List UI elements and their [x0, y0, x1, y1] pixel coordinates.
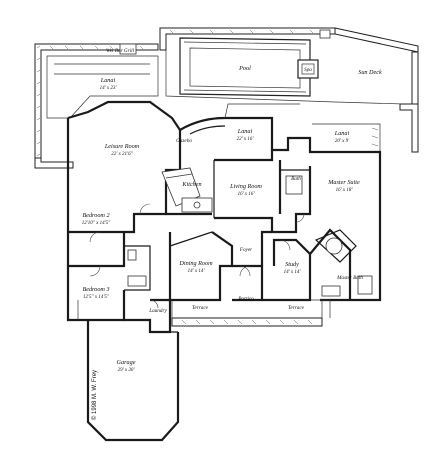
master-suite-dim: 16' x 18': [336, 188, 354, 193]
wet-bar-label: Wet Bar Grill: [106, 48, 135, 54]
pool-label: Pool: [238, 65, 251, 72]
lanai-left-dim: 14' x 23': [100, 86, 118, 91]
planter-border: [34, 43, 159, 169]
room-labels: Lanai 14' x 23' Wet Bar Grill Pool Spa S…: [82, 48, 382, 373]
spa: [297, 59, 319, 79]
copyright-credit: © 1998 M. W. Frey: [91, 370, 98, 420]
lanai-center-dim: 22' x 16': [237, 137, 255, 142]
leisure-dim: 22' x 21'6": [111, 152, 133, 157]
bedroom3-dim: 12'5" x 14'5": [83, 295, 110, 300]
living-name: Living Room: [229, 183, 262, 190]
right-planter: [312, 103, 419, 153]
pool-deck: [159, 27, 419, 105]
house-walls: [66, 100, 382, 442]
master-bath-top-label: Bath: [291, 176, 301, 182]
door-swings: [89, 203, 305, 309]
laundry-label: Laundry: [148, 308, 167, 314]
bedroom2-name: Bedroom 2: [82, 212, 109, 219]
kitchen-label: Kitchen: [181, 181, 201, 188]
study-dim: 14' x 14': [284, 270, 302, 275]
master-bath-label: Master Bath: [336, 275, 363, 281]
spa-label: Spa: [304, 67, 312, 73]
pool: [179, 37, 311, 97]
dining-name: Dining Room: [178, 260, 213, 267]
sun-deck-label: Sun Deck: [358, 69, 382, 76]
gazebo-label: Gazebo: [176, 138, 192, 144]
master-suite-name: Master Suite: [327, 179, 360, 186]
foyer-label: Foyer: [239, 247, 253, 253]
portico-label: Portico: [237, 296, 254, 302]
lanai-right-dim: 20' x 9': [335, 139, 350, 144]
living-dim: 16' x 16': [238, 192, 256, 197]
garage-dim: 29' x 30': [118, 368, 136, 373]
lanai-right-name: Lanai: [334, 130, 350, 137]
dining-dim: 14' x 14': [188, 269, 206, 274]
terrace-left-label: Terrace: [192, 305, 209, 311]
leisure-name: Leisure Room: [104, 143, 140, 150]
lanai-center-name: Lanai: [237, 128, 253, 135]
front-planters: [171, 299, 331, 327]
study-name: Study: [285, 261, 299, 268]
bedroom3-name: Bedroom 3: [82, 286, 109, 293]
bedroom2-dim: 12'10" x 14'5": [82, 221, 111, 226]
lanai-left-area: [46, 43, 159, 119]
lanai-left-name: Lanai: [100, 77, 116, 84]
garage-name: Garage: [117, 359, 136, 366]
terrace-right-label: Terrace: [288, 305, 305, 311]
